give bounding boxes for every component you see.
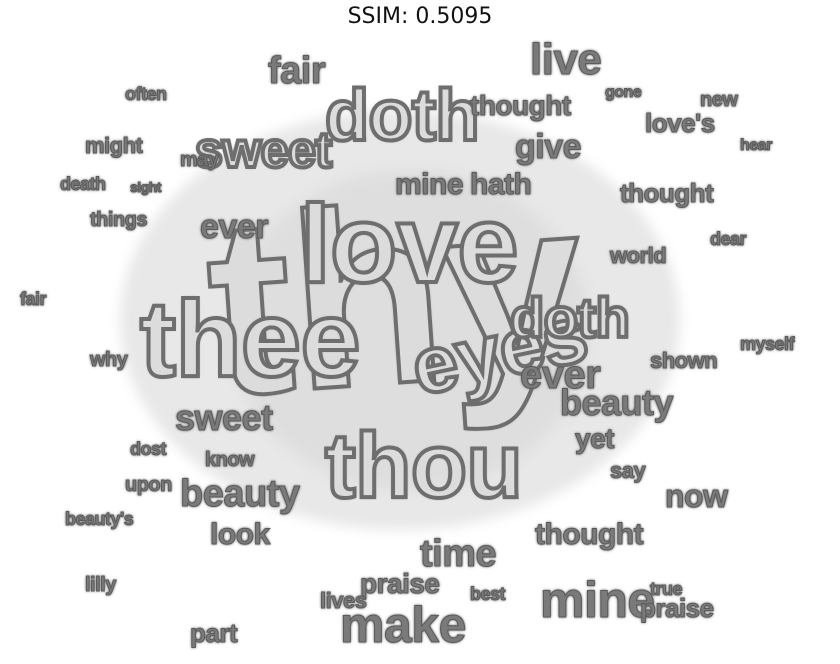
word-sweet-low: sweet <box>175 397 274 438</box>
word-yet: yet <box>575 423 615 454</box>
word-hear: hear <box>740 137 773 154</box>
word-things: things <box>90 209 149 231</box>
word-dear: dear <box>709 229 747 249</box>
word-now: now <box>664 478 728 514</box>
word-lilly: lilly <box>85 574 117 596</box>
word-thou: thou <box>323 415 525 517</box>
word-true: true <box>649 579 683 599</box>
word-thee: thee <box>138 278 363 399</box>
word-beauty: beauty <box>179 473 300 515</box>
word-thought-right: thought <box>619 178 714 208</box>
word-gone: gone <box>604 84 642 101</box>
word-beauty-right: beauty <box>559 382 674 423</box>
word-know: know <box>204 449 255 471</box>
word-mine: mine <box>540 572 656 628</box>
word-thought-low: thought <box>534 518 644 551</box>
word-why: why <box>89 349 128 371</box>
word-fair-left: fair <box>19 289 47 309</box>
word-sweet: sweet <box>193 122 334 178</box>
word-lives: lives <box>319 588 367 613</box>
ssim-title: SSIM: 0.5095 <box>347 4 493 29</box>
word-dost: dost <box>130 439 168 459</box>
word-death: death <box>60 174 107 194</box>
word-fair: fair <box>267 50 326 92</box>
word-part: part <box>189 618 238 648</box>
word-look: look <box>210 518 271 551</box>
word-upon: upon <box>125 474 173 496</box>
word-may: may <box>180 149 220 171</box>
word-doth-right: doth <box>508 286 632 349</box>
word-sight: sight <box>130 179 162 195</box>
word-world: world <box>609 243 667 268</box>
word-new: new <box>699 89 738 111</box>
word-might: might <box>84 133 143 158</box>
word-thought: thought <box>470 90 572 121</box>
word-ever: ever <box>519 353 601 397</box>
word-love: love <box>298 183 521 306</box>
word-loves: love's <box>645 108 716 138</box>
word-ever-left: ever <box>200 208 269 246</box>
word-praise: praise <box>360 568 441 599</box>
word-time: time <box>419 533 497 575</box>
word-beautys: beauty's <box>64 509 134 529</box>
word-give: give <box>514 128 582 166</box>
word-cloud-image: thy love thee thou eyes doth sweet doth … <box>0 30 840 664</box>
word-make: make <box>340 597 467 653</box>
word-best: best <box>469 584 506 604</box>
word-often: often <box>125 84 168 104</box>
word-hath: hath <box>469 168 532 201</box>
word-mine-mid: mine <box>394 168 464 201</box>
word-myself: myself <box>739 334 795 354</box>
word-doth-top: doth <box>323 76 481 156</box>
word-shown: shown <box>649 348 718 373</box>
word-say: say <box>609 458 646 483</box>
word-live: live <box>529 35 602 84</box>
word-praise-low: praise <box>640 593 715 623</box>
